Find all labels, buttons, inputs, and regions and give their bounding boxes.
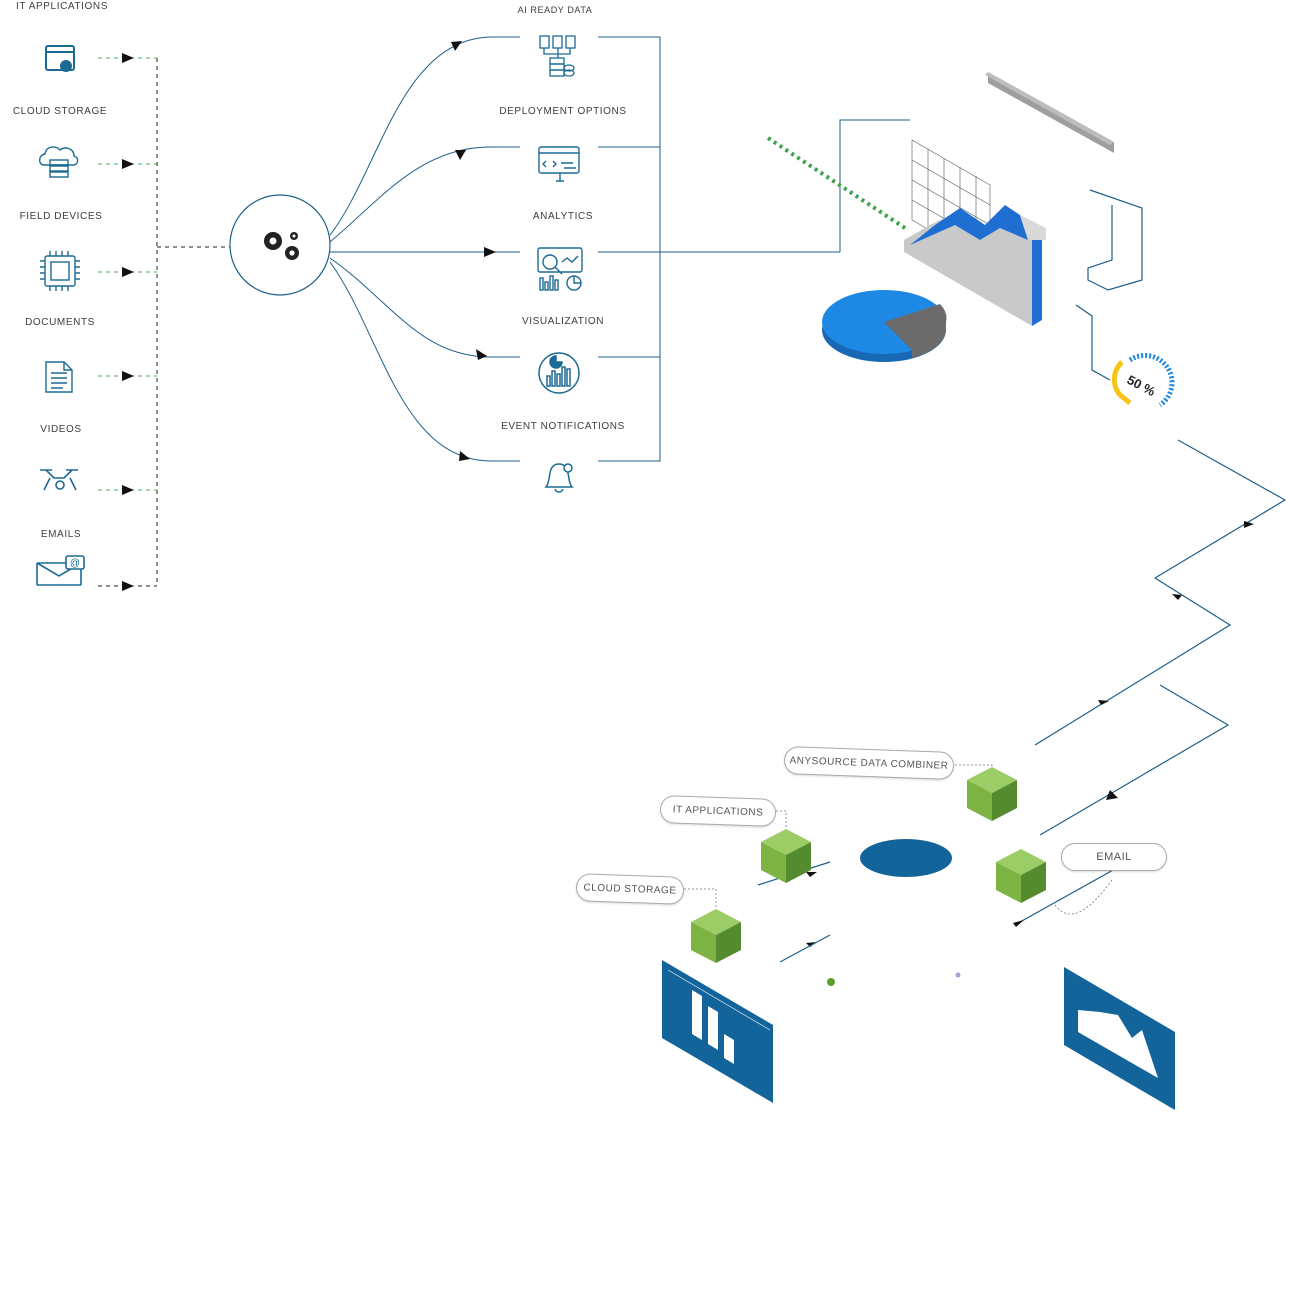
lavender-dot: [955, 972, 961, 978]
svg-text:@: @: [70, 558, 80, 569]
pill-connectors: [684, 764, 1113, 915]
chart-circle-icon: [538, 352, 580, 394]
output-label-analytics: ANALYTICS: [532, 211, 594, 222]
source-label-videos: VIDEOS: [40, 424, 82, 435]
analytics-dashboard-icon: [537, 247, 583, 291]
hub-node: [229, 194, 331, 296]
source-arrowheads: [122, 53, 134, 591]
source-connectors: [98, 57, 230, 587]
output-label-ai-ready-data: AI READY DATA: [517, 5, 593, 15]
output-label-event-notifications: EVENT NOTIFICATIONS: [501, 421, 625, 432]
source-label-it-applications: IT APPLICATIONS: [16, 1, 108, 12]
gauge-value: 50 %: [1125, 372, 1159, 399]
drone-camera-icon: [40, 469, 78, 491]
source-label-emails: EMAILS: [40, 529, 82, 540]
green-dash-strip: [766, 136, 910, 232]
cube-email: [996, 849, 1046, 903]
mountain-chart-panel: [1064, 967, 1175, 1110]
cloud-server-icon: [38, 146, 79, 178]
cube-anysource: [967, 767, 1017, 821]
pill-anysource-data-combiner: ANYSOURCE DATA COMBINER: [783, 746, 955, 780]
document-icon: [45, 361, 73, 393]
cube-cloud-storage: [691, 909, 741, 963]
pill-it-applications: IT APPLICATIONS: [659, 794, 777, 828]
fanout-curves: [329, 36, 520, 462]
gears-icon: [264, 232, 299, 260]
gray-bar-prop: [985, 72, 1114, 153]
code-window-icon: [538, 146, 580, 182]
pill-cloud-storage: CLOUD STORAGE: [575, 873, 685, 905]
email-at-icon: @: [36, 555, 85, 586]
output-label-deployment-options: DEPLOYMENT OPTIONS: [499, 106, 627, 117]
area-chart-3d: [904, 205, 1046, 326]
green-dot: [827, 978, 835, 986]
data-docs-database-icon: [539, 35, 576, 77]
fanout-arrowheads: [451, 41, 496, 461]
chip-icon: [40, 251, 80, 291]
pie-chart-3d: [822, 290, 947, 362]
cube-it-applications: [761, 829, 811, 883]
output-label-visualization: VISUALIZATION: [521, 316, 605, 327]
app-window-gear-icon: [45, 45, 75, 72]
source-label-field-devices: FIELD DEVICES: [19, 211, 103, 222]
gauge: 50 %: [1111, 352, 1175, 408]
upper-right-connector: [1019, 189, 1287, 923]
output-bracket: [598, 36, 910, 462]
bell-icon: [544, 463, 574, 493]
center-disc: [860, 839, 952, 877]
source-label-documents: DOCUMENTS: [25, 317, 95, 328]
pill-email: EMAIL: [1061, 843, 1167, 871]
bar-chart-panel: [662, 960, 773, 1103]
source-label-cloud-storage: CLOUD STORAGE: [12, 106, 108, 117]
